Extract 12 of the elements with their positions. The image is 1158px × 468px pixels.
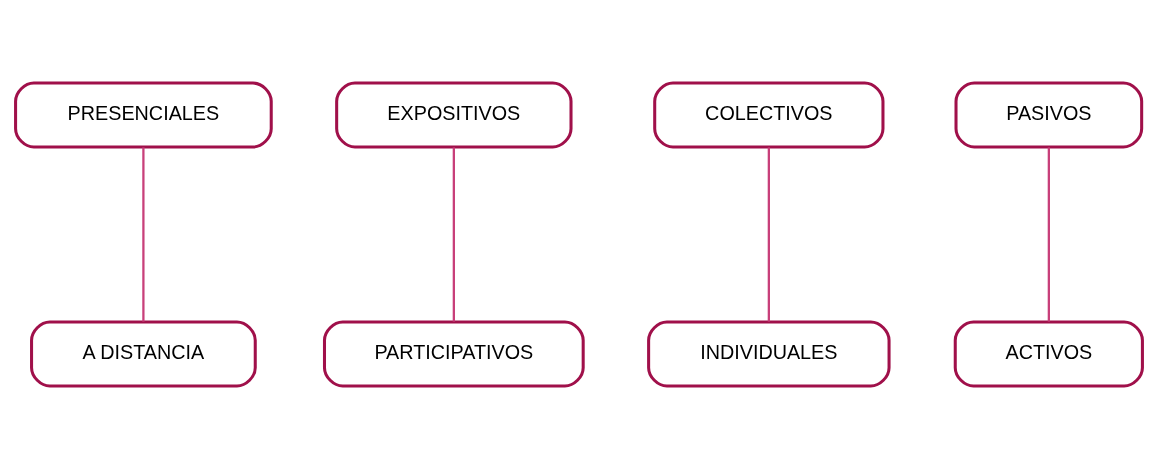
connector: [767, 146, 770, 322]
node-box: EXPOSITIVOS: [335, 81, 573, 148]
node-box: A DISTANCIA: [30, 320, 257, 387]
node-box: INDIVIDUALES: [647, 320, 891, 387]
node-box: ACTIVOS: [953, 320, 1144, 387]
connector: [452, 146, 455, 322]
node-box: PARTICIPATIVOS: [322, 320, 585, 387]
connector: [1047, 146, 1050, 322]
connector: [142, 146, 145, 322]
node-box: COLECTIVOS: [653, 81, 885, 148]
node-box: PRESENCIALES: [14, 81, 273, 148]
node-box: PASIVOS: [954, 81, 1144, 148]
